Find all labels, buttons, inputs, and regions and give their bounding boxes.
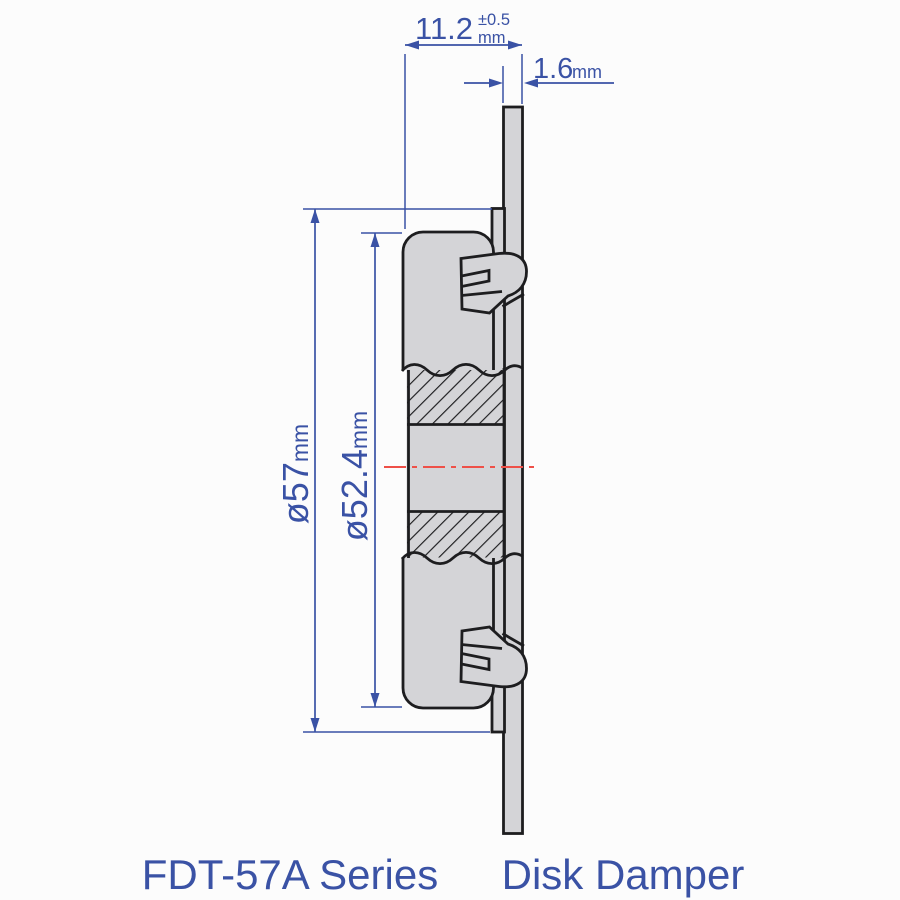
arrowhead-left [405,40,419,50]
arrowhead-top [310,209,320,223]
dim-inner-diameter: ø52.4mm [334,232,402,708]
chassis-plate [502,105,524,835]
dim-inner-diameter-label: ø52.4mm [334,411,375,541]
dim-plate-thickness-value: 1.6 [533,53,573,85]
break-gap [378,370,407,557]
arrowhead-right [508,40,522,50]
arrowhead-left [489,78,503,88]
hatch-upper [407,370,504,425]
dim-inner-diameter-value: ø52.4 [334,449,375,541]
dim-outer-diameter: ø57mm [275,208,492,733]
dim-outer-diameter-unit: mm [287,424,313,462]
dim-outer-diameter-label: ø57mm [275,424,316,524]
arrowhead-bottom [310,718,320,732]
arrowhead-right [524,78,538,88]
dim-depth-value: 11.2 [415,11,473,46]
dim-inner-diameter-unit: mm [346,411,372,449]
hatch-lower [407,511,504,558]
arrowhead-bottom [370,693,380,707]
dim-depth-tolerance: ±0.5 [478,11,510,29]
product-title: Disk Damper [502,851,745,898]
dim-outer-diameter-value: ø57 [275,462,316,524]
series-title: FDT-57A Series [142,851,438,898]
dim-depth-unit: mm [478,29,506,47]
break-section [378,362,525,566]
arrowhead-top [370,233,380,247]
dim-plate-thickness-unit: mm [572,62,602,82]
dim-plate-thickness: 1.6 mm [464,53,614,103]
dim-depth: 11.2 ±0.5 mm [404,11,523,229]
